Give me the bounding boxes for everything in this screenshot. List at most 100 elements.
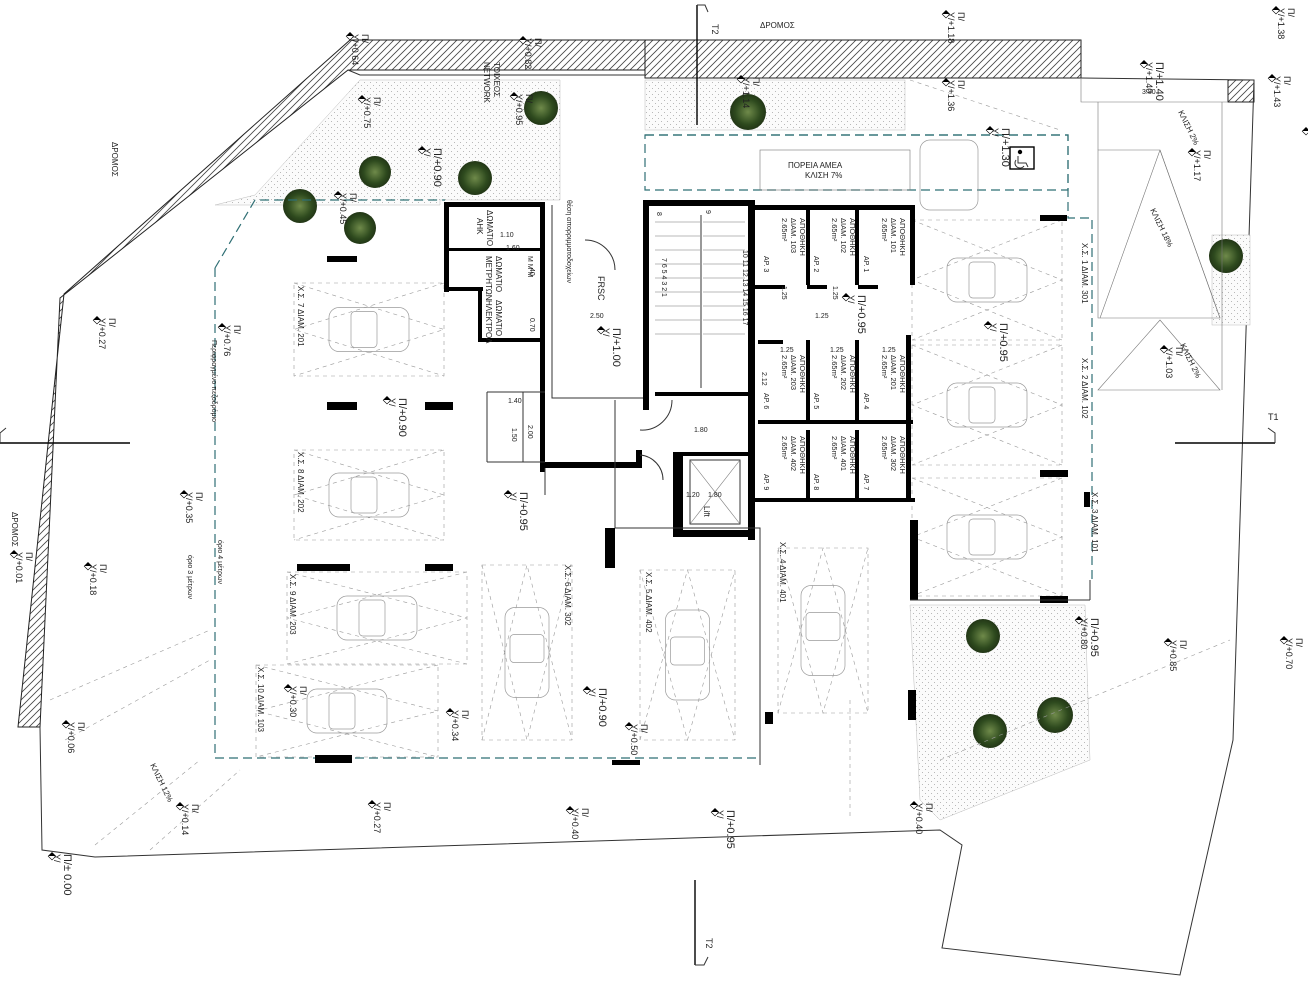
storage-number: ΑΡ. 1 xyxy=(862,256,869,272)
disabled-parking xyxy=(759,139,1035,211)
level-value: Υ/+0.06 xyxy=(66,722,76,753)
car-window xyxy=(968,261,996,299)
dimension-label: 1.25 xyxy=(830,347,844,354)
network-label: ΤΟΙΧΕΟΣ xyxy=(492,62,501,97)
storage-text: ΔΙΑΜ. 201 xyxy=(889,355,898,390)
parking-bay: Χ.Σ. 9 ΔΙΑΜ. 203 xyxy=(286,571,468,665)
parking-bay: Χ.Σ. 10 ΔΙΑΜ. 103 xyxy=(255,664,439,758)
level-value: Υ/+0.50 xyxy=(629,724,639,755)
room-label: ΔΩΜΑΤΙΟ xyxy=(494,256,503,292)
storage-text: ΔΙΑΜ. 401 xyxy=(839,436,848,471)
level-marker: Π/+0.95Υ/ xyxy=(841,293,867,334)
car-icon xyxy=(800,585,846,676)
tree-icon xyxy=(283,189,317,223)
level-marker: Π/Υ/+0.75 xyxy=(357,95,382,128)
dimension-label: 1.25 xyxy=(831,286,838,300)
storage-text: ΑΠΟΘΗΚΗ xyxy=(848,355,857,393)
level-value: Υ/ xyxy=(988,323,998,332)
stair-numbers: 10 11 12 13 14 15 16 17 xyxy=(741,250,748,325)
storage-text: 2.65m² xyxy=(780,436,789,460)
parking-label: Χ.Σ. 6 ΔΙΑΜ. 302 xyxy=(563,565,572,626)
level-marker: Π/Υ/+0.27 xyxy=(92,316,117,349)
level-marker: Π/Υ/+0.14 xyxy=(175,802,200,835)
level-marker: Π/+1.00Υ/ xyxy=(596,326,622,367)
dimension-label: 2.00 xyxy=(526,425,533,439)
tree-icon xyxy=(973,714,1007,748)
level-value: Υ/+0.14 xyxy=(180,804,190,835)
level-value: Π/ xyxy=(348,193,358,202)
level-value: Υ/+0.80 xyxy=(1079,618,1089,649)
room-label: ΜΕΤΡΗΤΩΝ xyxy=(484,256,493,301)
level-value: Υ/+0.27 xyxy=(97,318,107,349)
storage-text: 2.65m² xyxy=(830,218,839,242)
storage-text: 2.65m² xyxy=(780,218,789,242)
level-marker: Π/+0.95Υ/ xyxy=(983,321,1009,362)
level-value: Υ/+1.38 xyxy=(1276,8,1286,39)
level-marker: Π/Υ/+1.56 xyxy=(1301,127,1308,160)
parking-bay: Χ.Σ. 6 ΔΙΑΜ. 302 xyxy=(481,564,573,741)
parking-label: Χ.Σ. 2 ΔΙΑΜ. 102 xyxy=(1080,358,1089,419)
level-value: Π/ xyxy=(24,552,34,561)
car-window xyxy=(328,692,356,730)
dimension-label: 3.80 xyxy=(1142,89,1156,96)
level-value: Υ/+0.64 xyxy=(350,34,360,65)
parking-label: Χ.Σ. 1 ΔΙΑΜ. 301 xyxy=(1080,243,1089,304)
level-value: Π/ xyxy=(533,38,543,47)
trees xyxy=(283,91,1243,748)
frsc-label: FRSC xyxy=(596,276,606,301)
storage-number: ΑΡ. 3 xyxy=(762,256,769,272)
bay-outline xyxy=(255,664,439,758)
bins-label: θέση απορριμματοδοχείων xyxy=(565,200,573,283)
bay-diagonals xyxy=(292,449,446,541)
car-icon xyxy=(306,688,388,734)
section-label-t1: T1 xyxy=(1268,412,1279,422)
level-value: Υ/ xyxy=(846,295,856,304)
section-label-t2-top: T2 xyxy=(710,24,720,35)
road-label-top: ΔΡΟΜΟΣ xyxy=(760,21,795,30)
level-marker: Π/Υ/+1.38 xyxy=(1271,6,1296,39)
level-marker: Π/Υ/+0.40 xyxy=(909,801,934,834)
structure-walls xyxy=(297,200,1091,765)
level-marker: Π/Υ/+0.18 xyxy=(83,562,108,595)
dimension-label: 40 xyxy=(528,268,535,276)
bay-outline xyxy=(481,564,573,741)
level-marker: Π/Υ/+0.50 xyxy=(624,722,649,755)
stair-number: 8 xyxy=(655,212,662,216)
level-marker: Π/Υ/+1.17 xyxy=(1187,148,1212,181)
level-value: Π/+1.30 xyxy=(999,128,1011,167)
level-value: Υ/+0.70 xyxy=(1284,638,1294,669)
dimension-label: 1.60 xyxy=(506,245,520,252)
level-value: Π/ xyxy=(1178,640,1188,649)
level-value: Υ/+0.75 xyxy=(362,97,372,128)
bay-outline xyxy=(286,571,468,665)
road-label-left-lower: ΔΡΟΜΟΣ xyxy=(10,512,19,547)
storage-text: ΔΙΑΜ. 103 xyxy=(789,218,798,253)
level-value: Υ/+0.35 xyxy=(184,492,194,523)
level-value: Υ/ xyxy=(508,492,518,501)
level-value: Υ/ xyxy=(601,328,611,337)
parking-bay: Χ.Σ. 1 ΔΙΑΜ. 301 xyxy=(911,219,1089,341)
parking-bay: Χ.Σ. 3 ΔΙΑΜ. 101 xyxy=(911,477,1099,597)
room-label: ΔΩΜΑΤΙΟ xyxy=(485,210,494,246)
parking-bay: Χ.Σ. 5 ΔΙΑΜ. 402 xyxy=(639,568,736,742)
level-value: Π/ xyxy=(194,492,204,501)
level-marker: Π/+0.90Υ/ xyxy=(382,396,408,437)
car-window xyxy=(670,636,705,666)
storage-text: ΔΙΑΜ. 102 xyxy=(839,218,848,253)
level-value: Π/ xyxy=(956,12,966,21)
level-marker: Π/Υ/+0.82 xyxy=(518,36,543,69)
bay-diagonals xyxy=(777,546,869,715)
level-value: Π/ xyxy=(956,80,966,89)
tree-icon xyxy=(458,161,492,195)
level-value: Π/ xyxy=(76,722,86,731)
level-marker: Π/Υ/+0.35 xyxy=(179,490,204,523)
level-value: Υ/+0.82 xyxy=(523,38,533,69)
dimension-label: 1.10 xyxy=(500,232,514,239)
level-marker: Π/+0.95Υ/ xyxy=(710,808,736,849)
bay-diagonals xyxy=(911,477,1063,597)
storage-text: ΑΠΟΘΗΚΗ xyxy=(798,355,807,393)
level-marker: Π/Υ/+0.64 xyxy=(345,32,370,65)
